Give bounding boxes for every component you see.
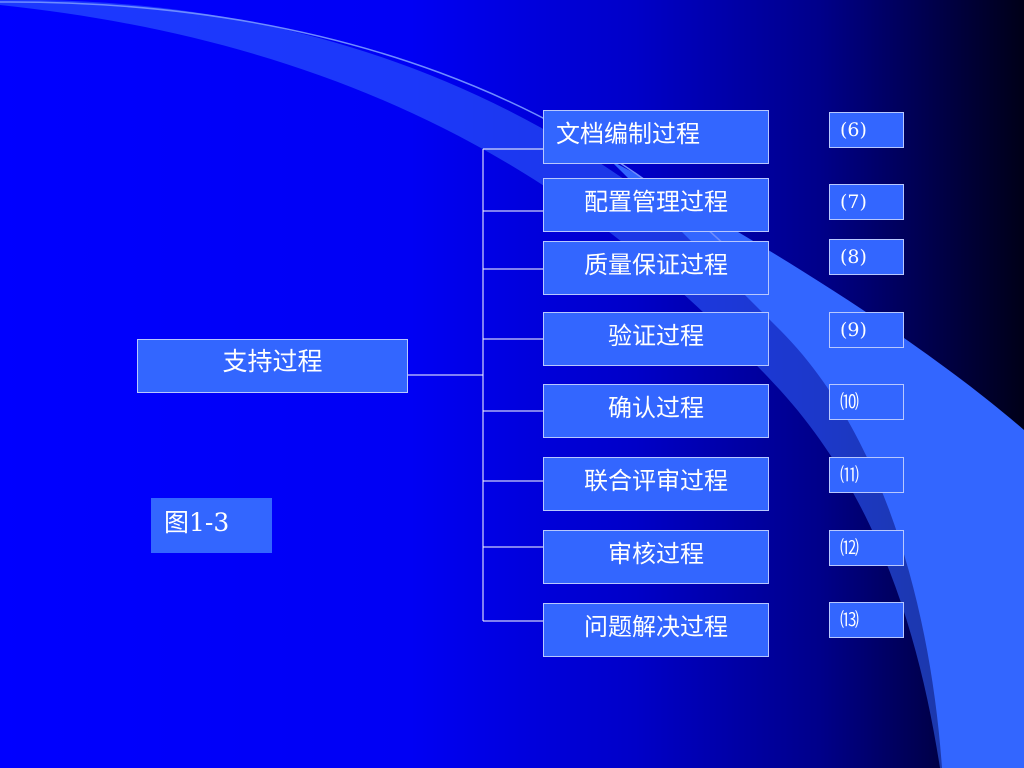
process-number: (7) bbox=[840, 191, 867, 213]
process-label: 验证过程 bbox=[608, 322, 704, 350]
process-number: ⑾ bbox=[840, 464, 860, 486]
process-node-audit: 审核过程 bbox=[543, 530, 769, 584]
process-label: 配置管理过程 bbox=[584, 188, 728, 216]
root-node-support-process: 支持过程 bbox=[137, 339, 408, 393]
process-number-badge: ⒀ bbox=[829, 602, 904, 638]
process-node-documentation: 文档编制过程 bbox=[543, 110, 769, 164]
process-label: 文档编制过程 bbox=[556, 120, 700, 148]
decorative-right-shape bbox=[610, 160, 1024, 768]
process-number-badge: (8) bbox=[829, 239, 904, 275]
process-number-badge: ⑿ bbox=[829, 530, 904, 566]
root-node-label: 支持过程 bbox=[222, 347, 323, 376]
process-number-badge: (6) bbox=[829, 112, 904, 148]
figure-label-text: 图1-3 bbox=[164, 508, 230, 537]
process-node-verification: 验证过程 bbox=[543, 312, 769, 366]
process-node-configuration-management: 配置管理过程 bbox=[543, 178, 769, 232]
process-number: (6) bbox=[840, 119, 867, 141]
process-number-badge: ⑾ bbox=[829, 457, 904, 493]
decorative-curve-band bbox=[0, 0, 985, 768]
process-number: ⒀ bbox=[840, 609, 860, 631]
process-node-problem-resolution: 问题解决过程 bbox=[543, 603, 769, 657]
process-number: ⑽ bbox=[840, 391, 860, 413]
process-node-validation: 确认过程 bbox=[543, 384, 769, 438]
process-label: 质量保证过程 bbox=[584, 251, 728, 279]
process-number: ⑿ bbox=[840, 537, 860, 559]
process-label: 确认过程 bbox=[608, 394, 704, 422]
process-number-badge: (7) bbox=[829, 184, 904, 220]
process-number: (8) bbox=[840, 246, 867, 268]
figure-label: 图1-3 bbox=[151, 498, 272, 553]
process-label: 问题解决过程 bbox=[584, 613, 728, 641]
process-node-quality-assurance: 质量保证过程 bbox=[543, 241, 769, 295]
process-number-badge: (9) bbox=[829, 312, 904, 348]
process-label: 联合评审过程 bbox=[584, 467, 728, 495]
process-number: (9) bbox=[840, 319, 867, 341]
process-label: 审核过程 bbox=[608, 540, 704, 568]
process-node-joint-review: 联合评审过程 bbox=[543, 457, 769, 511]
process-number-badge: ⑽ bbox=[829, 384, 904, 420]
